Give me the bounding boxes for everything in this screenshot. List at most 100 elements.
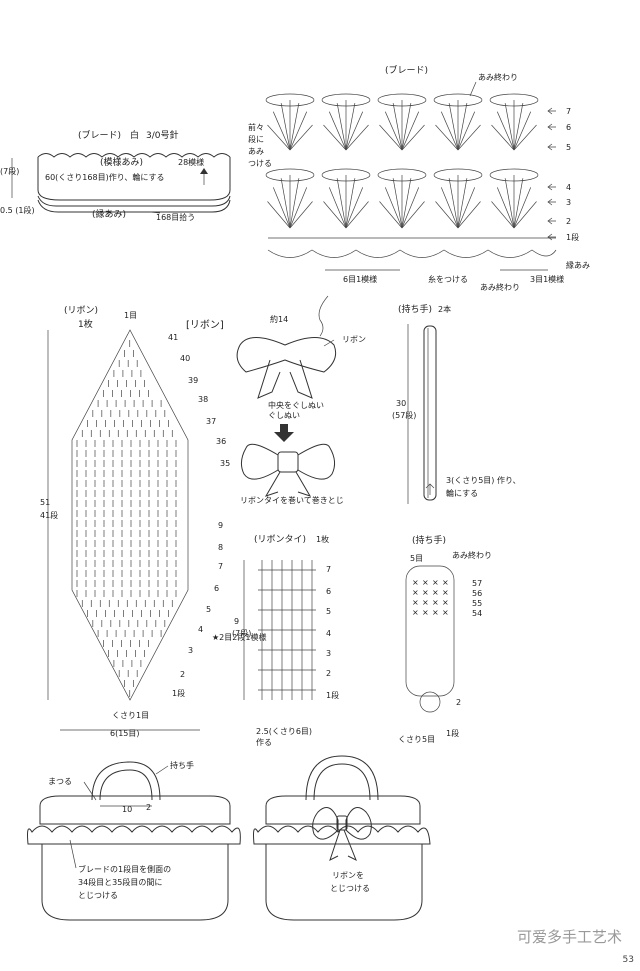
braid-fan-arc [433, 93, 483, 107]
handle-x-stitch: × [412, 598, 419, 607]
handle-x-stitch: × [442, 598, 449, 607]
bag-ribbon-note-1: リボンを [332, 871, 364, 880]
ribbon-stitch-grid [76, 340, 177, 697]
braid-edge-label: 縁あみ [566, 260, 590, 270]
handle-chain-ring [419, 691, 441, 713]
braid-band-rows: 28模様 [178, 157, 204, 167]
braid-band-pattern: (模様あみ) [100, 156, 143, 168]
handle-row-2: 2 [456, 698, 461, 707]
ribbon-height-rows: 41段 [40, 510, 58, 520]
braid-fan-stitch [401, 124, 425, 151]
bow-left [240, 443, 279, 480]
tie-height: 9 [234, 617, 239, 626]
handle-row-1: 1段 [446, 728, 459, 738]
braid-fan-stitch [272, 111, 291, 151]
handle-chart-outline [405, 565, 455, 697]
bag-right: リボンを とじつける [253, 755, 431, 921]
braid-band: (ブレード) 白 3/0号針 (模様あみ) 28模様 60(くさり168目)作り… [0, 129, 231, 222]
handle-x-stitch: × [432, 598, 439, 607]
braid-fan-stitch [435, 201, 459, 229]
braid-fan-arc [489, 93, 539, 107]
ribbon-row-38: 38 [198, 395, 208, 404]
braid-fan-stitch [401, 187, 420, 229]
bow-right [297, 443, 336, 480]
ribbon-count: 1枚 [78, 318, 93, 330]
braid-fan-stitch [448, 102, 459, 151]
ribbon-row-numbers: 41 40 39 38 37 36 35 9 8 7 6 5 4 3 2 1段 [168, 333, 230, 698]
ribbon-row-37: 37 [206, 417, 216, 426]
ribbon-row-6: 6 [214, 584, 219, 593]
handle-x-stitch: × [432, 608, 439, 617]
ribbon-title: (リボン) [64, 305, 98, 316]
braid-fan-stitch [401, 111, 420, 151]
bag-sew-label: まつる [48, 777, 72, 786]
ribbon-center-2: ぐしぬい [268, 411, 300, 420]
handle-x-stitch: × [432, 588, 439, 597]
handle-x-stitch: × [442, 608, 449, 617]
braid-fan-stitch [457, 124, 481, 151]
braid-repeat2-label: 3目1模様 [530, 274, 564, 284]
braid-fan-stitch [345, 201, 369, 229]
braid-thread-label: 糸をつける [428, 274, 468, 284]
tie-height-rows: (7段) [232, 628, 251, 638]
handle-row-55: 55 [472, 599, 482, 608]
braid-fan-stitch [345, 124, 369, 151]
braid-attach-label-2: 段に [248, 134, 264, 144]
braid-fan-stitch [513, 111, 532, 151]
bag-left-body [41, 844, 229, 921]
braid-fan-stitch [323, 124, 347, 151]
ribbon-tie-note: リボンタイを巻いて巻きとじ [240, 495, 344, 505]
braid-fan-stitch [345, 102, 356, 151]
ribbon-assembly-title: [リボン] [186, 319, 224, 331]
braid-fan-arc [377, 168, 427, 182]
braid-fan-arc [377, 93, 427, 107]
braid-fan-arc [265, 93, 315, 107]
ribbon-chart: (リボン) 1枚 1目 41 40 39 38 37 36 35 9 8 7 6… [40, 305, 266, 738]
ribbon-tie-chart: (リボンタイ) 1枚 7 6 5 4 3 2 1段 9 (7段) 2.5(くさり… [232, 534, 339, 747]
ribbon-row-35: 35 [220, 459, 230, 468]
braid-fan-arc [321, 93, 371, 107]
braid-row-2: 2 [566, 217, 571, 226]
braid-fan-stitch [496, 111, 515, 151]
braid-fan-stitch [457, 187, 476, 229]
braid-attach-label-1: 前々 [248, 122, 264, 132]
bag-note-1: ブレードの1段目を側面の [78, 864, 171, 874]
ribbon-assembly: [リボン] 約14 リボン 中央をぐしぬい ぐしぬい リボンタイを巻いて巻きとじ [186, 295, 366, 505]
ribbon-row-4: 4 [198, 625, 203, 634]
braid-fan-stitch [345, 178, 356, 229]
bag-handle-label: 持ち手 [170, 760, 194, 770]
tie-row-6: 6 [326, 587, 331, 596]
ribbon-center: 中央をぐしぬい [268, 400, 324, 410]
braid-fan-stitch [384, 187, 403, 229]
braid-band-height: (7段) [0, 166, 19, 176]
braid-fan-stitch [448, 178, 459, 229]
handle-x-stitch: × [422, 578, 429, 587]
braid-fan-stitch [440, 111, 459, 151]
braid-fan-stitch [513, 102, 524, 151]
handle-length-rows: (57段) [392, 410, 416, 420]
ribbon-size: 約14 [270, 314, 288, 324]
braid-band-pickup: 168目拾う [156, 212, 195, 222]
ribbon-tie-title: (リボンタイ) [254, 534, 306, 545]
braid-fan-stitch [289, 178, 300, 229]
bag-right-frill [253, 825, 431, 845]
braid-fan-stitch [336, 102, 347, 151]
braid-band-edge-height: 0.5 (1段) [0, 205, 35, 215]
handle-title: (持ち手) [398, 303, 432, 315]
bag-left-frill [27, 825, 241, 845]
bag-left-handle [91, 761, 161, 801]
braid-fan-stitch [457, 178, 468, 229]
ribbon-row-8: 8 [218, 543, 223, 552]
braid-fan-stitch [267, 124, 291, 151]
bag-left: 持ち手 まつる 10 2 ブレードの1段目を側面の 34段目と35段目の間に と… [27, 760, 241, 921]
braid-fan-stitch [457, 201, 481, 229]
braid-fan-stitch [272, 187, 291, 229]
braid-fan-stitch [457, 111, 476, 151]
tie-row-1: 1段 [326, 690, 339, 700]
ribbon-tie-rows: 7 6 5 4 3 2 1段 [326, 565, 339, 700]
braid-fan-arc [489, 168, 539, 182]
ribbon-row-2: 2 [180, 670, 185, 679]
braid-fan-stitch [496, 187, 515, 229]
braid-fan-arc [265, 168, 315, 182]
braid-fan-stitch [280, 178, 291, 229]
